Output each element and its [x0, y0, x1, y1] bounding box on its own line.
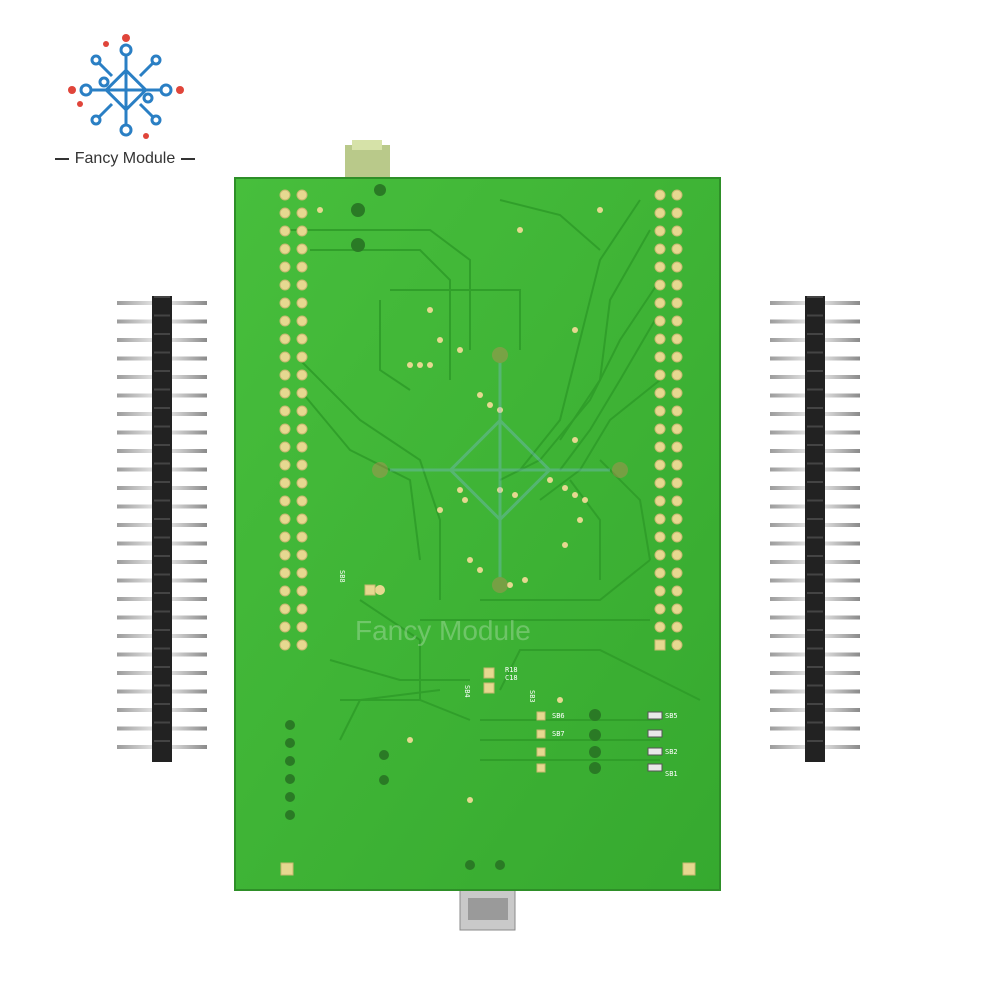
- silkscreen-r18: R18: [505, 666, 518, 674]
- brand-name: Fancy Module: [40, 150, 210, 168]
- silkscreen-sb2: SB2: [665, 748, 678, 756]
- silkscreen-sb4: SB4: [463, 685, 471, 698]
- silkscreen-sb7: SB7: [552, 730, 565, 738]
- right-header-pads: [654, 189, 683, 651]
- pcb-board: SB8 SB4 C18 R18 SB3 SB6 SB7 SB5 SB2 SB1 …: [234, 140, 721, 931]
- silkscreen-sb8: SB8: [338, 570, 346, 583]
- watermark-logo-icon: [372, 347, 628, 593]
- silkscreen-sb3: SB3: [528, 690, 536, 703]
- left-pin-header: [117, 296, 207, 762]
- left-header-pads: [279, 189, 308, 651]
- silkscreen-sb1: SB1: [665, 770, 678, 778]
- right-pin-header: [770, 296, 860, 762]
- silkscreen-sb6: SB6: [552, 712, 565, 720]
- fancy-module-logo-icon: [68, 34, 184, 139]
- watermark: Fancy Module: [355, 615, 531, 646]
- silkscreen-c18: C18: [505, 674, 518, 682]
- silkscreen-sb5: SB5: [665, 712, 678, 720]
